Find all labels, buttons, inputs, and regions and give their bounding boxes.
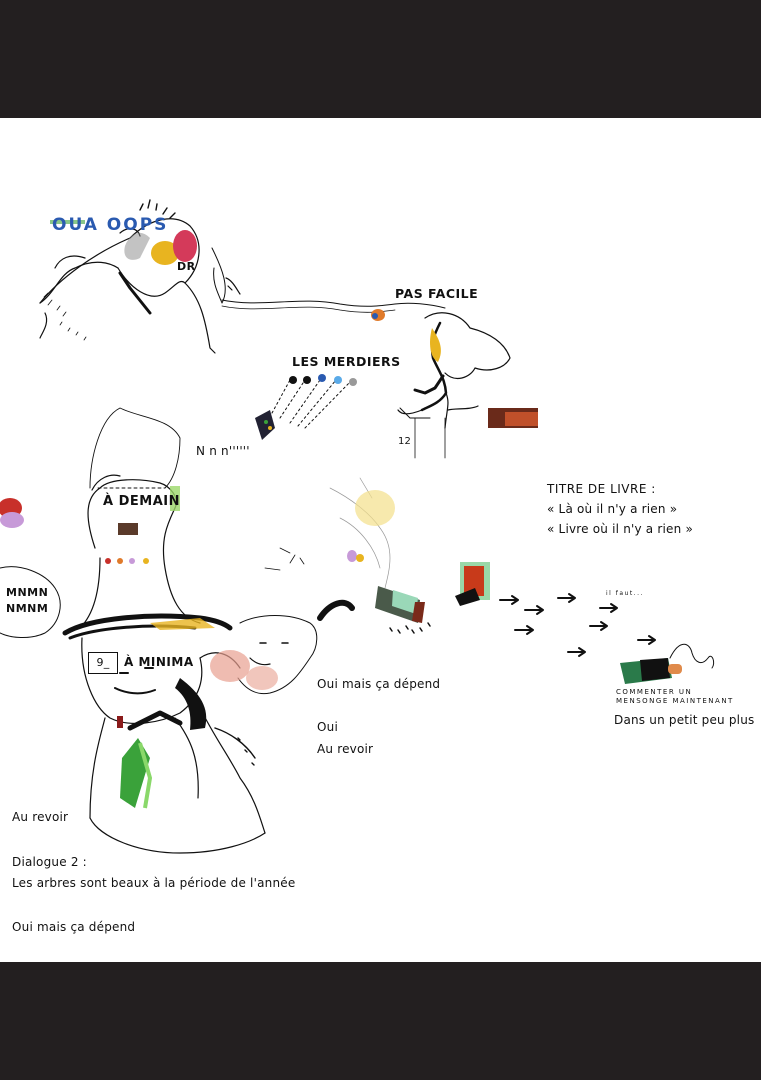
- a-minima-label: À MINIMA: [124, 655, 194, 669]
- dialogue-heading: Dialogue 2 :: [12, 855, 87, 869]
- oui-label: Oui: [317, 720, 338, 734]
- titre-option-2: « Livre où il n'y a rien »: [547, 522, 693, 536]
- comic-page: OUA OOPS DR PAS FACILE LES MERDIERS N n …: [0, 118, 761, 962]
- page-number: 12: [398, 436, 412, 447]
- ink-illustration: [0, 199, 715, 854]
- pas-facile-figure-drawing: [397, 312, 511, 459]
- bottom-black-band: [0, 962, 761, 1080]
- titre-heading: TITRE DE LIVRE :: [547, 482, 656, 496]
- commenter-line1: COMMENTER UN: [616, 688, 693, 696]
- au-revoir-left: Au revoir: [12, 810, 69, 824]
- titre-option-1: « Là où il n'y a rien »: [547, 502, 678, 516]
- color-patches: [0, 220, 682, 809]
- mnmn-line1: MNMN: [6, 586, 49, 599]
- hat-man-drawing: [62, 474, 266, 854]
- les-merdiers-label: LES MERDIERS: [292, 354, 401, 369]
- mnmn-line2: NMNM: [6, 602, 49, 615]
- oui-mais-right: Oui mais ça dépend: [317, 677, 441, 691]
- petit-peu-label: Dans un petit peu plus: [614, 713, 755, 727]
- arrow-field: [499, 593, 656, 657]
- hat-tag-box: 9_: [88, 652, 118, 674]
- au-revoir-right: Au revoir: [317, 742, 374, 756]
- nnn-label: N n n'''''': [196, 444, 250, 458]
- il-faut-label: il faut...: [606, 590, 644, 597]
- top-black-band: [0, 0, 761, 118]
- dialogue-line-2: Oui mais ça dépend: [12, 920, 136, 934]
- dr-tag: DR: [177, 260, 196, 273]
- pas-facile-label: PAS FACILE: [395, 286, 479, 301]
- a-demain-label: À DEMAIN: [103, 494, 180, 509]
- dialogue-line-1: Les arbres sont beaux à la période de l'…: [12, 876, 296, 890]
- commenter-line2: MENSONGE MAINTENANT: [616, 697, 734, 705]
- oua-oops-shout: OUA OOPS: [52, 215, 169, 235]
